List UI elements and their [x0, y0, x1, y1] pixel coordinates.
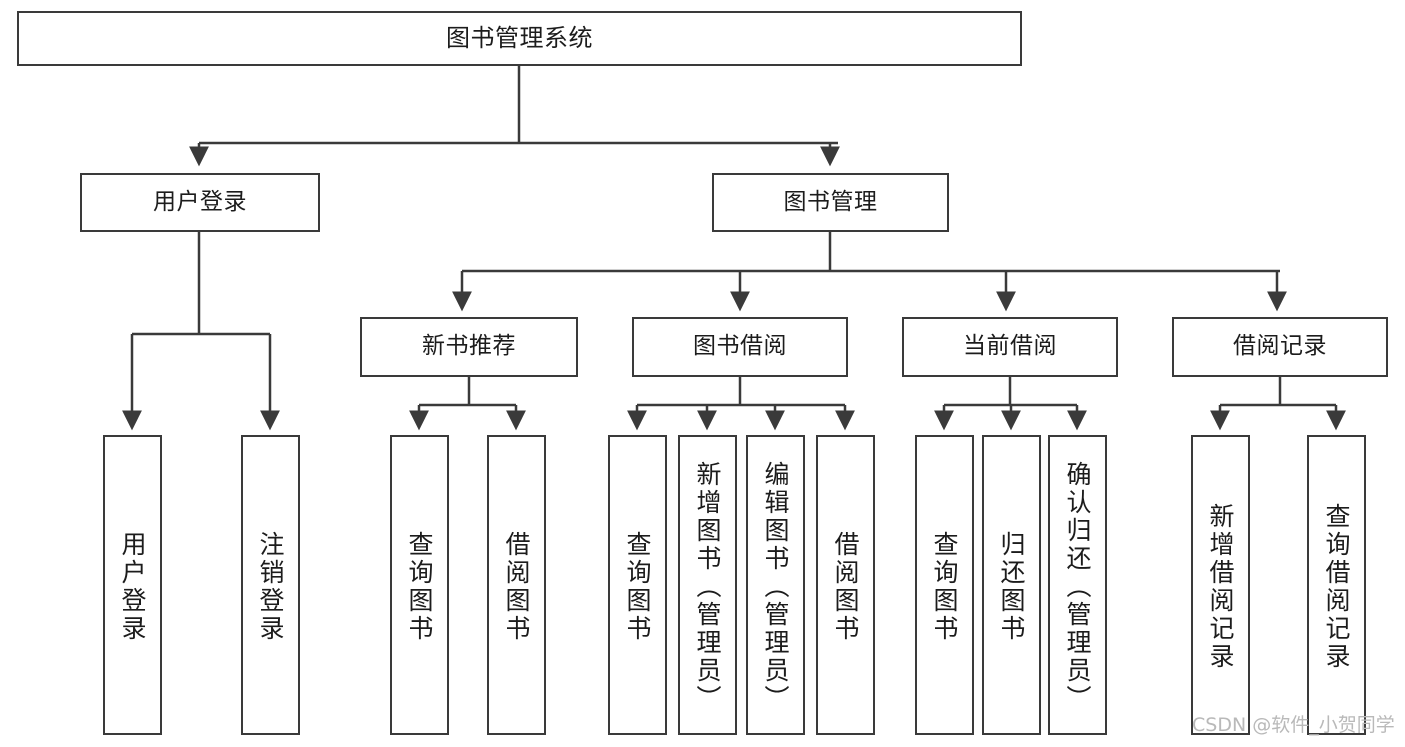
- node-label: 图书借阅: [693, 333, 787, 360]
- node-label: 借阅记录: [1233, 333, 1327, 360]
- node-label: 借阅图书: [831, 531, 860, 643]
- watermark: CSDN @软件_小贺同学: [1192, 714, 1395, 736]
- leaf-borrow-book-2[interactable]: 借阅图书: [816, 435, 875, 735]
- leaf-confirm-return[interactable]: 确认归还（管理员）: [1048, 435, 1107, 735]
- node-label: 图书管理: [783, 188, 878, 215]
- leaf-borrow-book-1[interactable]: 借阅图书: [487, 435, 546, 735]
- leaf-query-record[interactable]: 查询借阅记录: [1307, 435, 1366, 735]
- node-new-book-recommend[interactable]: 新书推荐: [360, 317, 578, 377]
- node-label: 新增借阅记录: [1206, 503, 1235, 671]
- node-label: 查询图书: [930, 531, 959, 643]
- node-book-borrow[interactable]: 图书借阅: [632, 317, 848, 377]
- node-label: 新书推荐: [422, 333, 516, 360]
- node-label: 查询图书: [623, 531, 652, 643]
- leaf-edit-book[interactable]: 编辑图书（管理员）: [746, 435, 805, 735]
- node-label: 注销登录: [256, 531, 285, 643]
- node-label: 图书管理系统: [446, 24, 593, 53]
- node-user-login[interactable]: 用户登录: [80, 173, 320, 232]
- node-label: 新增图书（管理员）: [693, 461, 722, 713]
- node-label: 确认归还（管理员）: [1063, 461, 1092, 713]
- node-label: 用户登录: [118, 531, 147, 643]
- leaf-return-book[interactable]: 归还图书: [982, 435, 1041, 735]
- node-borrow-record[interactable]: 借阅记录: [1172, 317, 1388, 377]
- leaf-query-book-3[interactable]: 查询图书: [915, 435, 974, 735]
- leaf-add-book[interactable]: 新增图书（管理员）: [678, 435, 737, 735]
- node-root-system[interactable]: 图书管理系统: [17, 11, 1022, 66]
- node-label: 当前借阅: [963, 333, 1057, 360]
- node-label: 归还图书: [997, 531, 1026, 643]
- leaf-add-record[interactable]: 新增借阅记录: [1191, 435, 1250, 735]
- node-label: 查询图书: [405, 531, 434, 643]
- leaf-logout[interactable]: 注销登录: [241, 435, 300, 735]
- leaf-query-book-1[interactable]: 查询图书: [390, 435, 449, 735]
- node-label: 用户登录: [153, 188, 247, 215]
- node-book-manage[interactable]: 图书管理: [712, 173, 949, 232]
- node-label: 编辑图书（管理员）: [761, 461, 790, 713]
- node-label: 查询借阅记录: [1322, 503, 1351, 671]
- node-current-borrow[interactable]: 当前借阅: [902, 317, 1118, 377]
- leaf-user-login[interactable]: 用户登录: [103, 435, 162, 735]
- leaf-query-book-2[interactable]: 查询图书: [608, 435, 667, 735]
- node-label: 借阅图书: [502, 531, 531, 643]
